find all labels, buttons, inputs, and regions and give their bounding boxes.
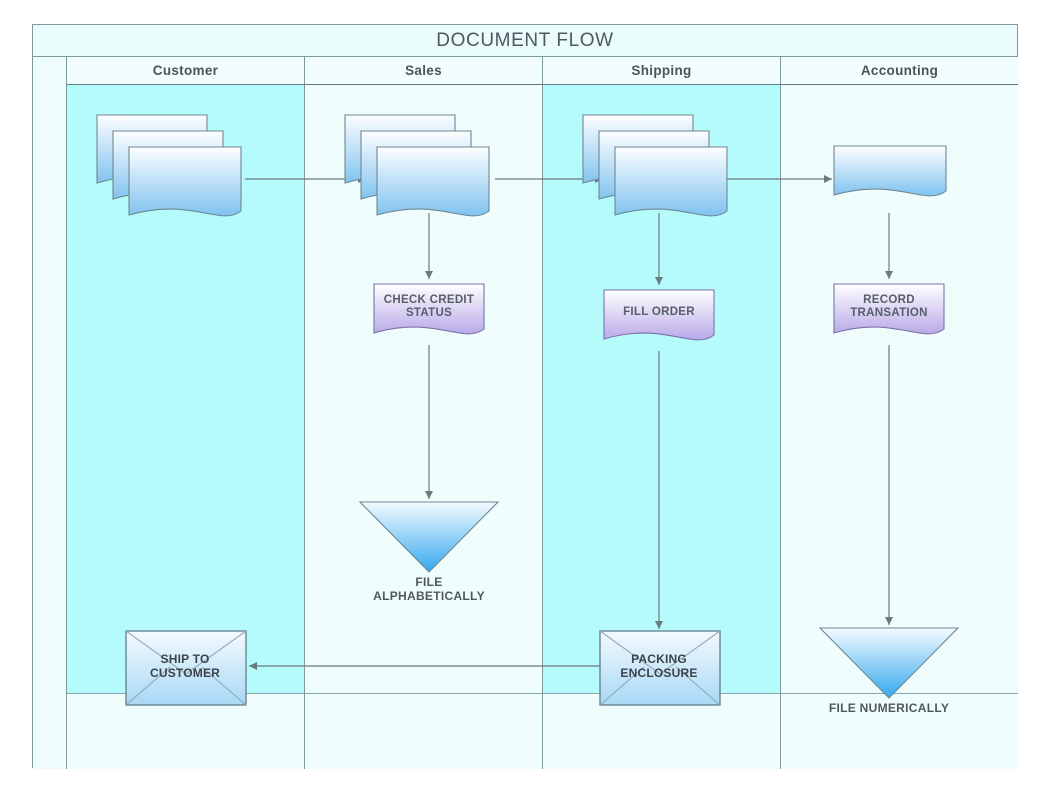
- lane-header-label: Sales: [405, 63, 442, 78]
- node-file-alphabetically[interactable]: FILE ALPHABETICALLY: [358, 501, 500, 603]
- page-title: DOCUMENT FLOW: [436, 29, 614, 51]
- node-packing-enclosure[interactable]: PACKING ENCLOSURE: [599, 630, 721, 706]
- left-gutter-lane: [33, 57, 67, 769]
- node-label-line1: FILE: [415, 575, 443, 589]
- diagram-frame: DOCUMENT FLOW Customer Sales Shipping Ac…: [32, 24, 1019, 769]
- lane-header-shipping[interactable]: Shipping: [543, 57, 781, 84]
- node-label: FILE ALPHABETICALLY: [339, 575, 519, 604]
- node-label: FILE NUMERICALLY: [799, 701, 979, 715]
- lane-header-accounting[interactable]: Accounting: [781, 57, 1018, 84]
- node-label-line1: FILE NUMERICALLY: [828, 701, 950, 715]
- node-file-numerically[interactable]: FILE NUMERICALLY: [818, 627, 960, 715]
- node-customer-documents[interactable]: [95, 113, 245, 217]
- lane-header-label: Shipping: [631, 63, 692, 78]
- lane-header-sales[interactable]: Sales: [305, 57, 543, 84]
- node-fill-order[interactable]: FILL ORDER: [603, 289, 715, 345]
- node-accounting-document[interactable]: [833, 145, 947, 209]
- lane-header-customer[interactable]: Customer: [67, 57, 305, 84]
- diagram-title-band: DOCUMENT FLOW: [33, 25, 1017, 57]
- lane-header-label: Customer: [152, 63, 219, 78]
- lane-header-row: Customer Sales Shipping Accounting: [67, 57, 1018, 85]
- node-label-line2: ALPHABETICALLY: [373, 589, 485, 604]
- node-shipping-documents[interactable]: [581, 113, 731, 217]
- shape-layer: CHECK CREDIT STATUS FILL ORDER: [33, 25, 1019, 769]
- lane-header-label: Accounting: [860, 63, 939, 78]
- lane-rule-accounting: [781, 693, 1018, 694]
- node-ship-to-customer[interactable]: SHIP TO CUSTOMER: [125, 630, 247, 706]
- node-record-transaction[interactable]: RECORD TRANSATION: [833, 283, 945, 339]
- node-check-credit-status[interactable]: CHECK CREDIT STATUS: [373, 283, 485, 339]
- node-sales-documents[interactable]: [343, 113, 493, 217]
- lane-body-shipping: [543, 85, 781, 769]
- lane-rule-sales: [305, 693, 542, 694]
